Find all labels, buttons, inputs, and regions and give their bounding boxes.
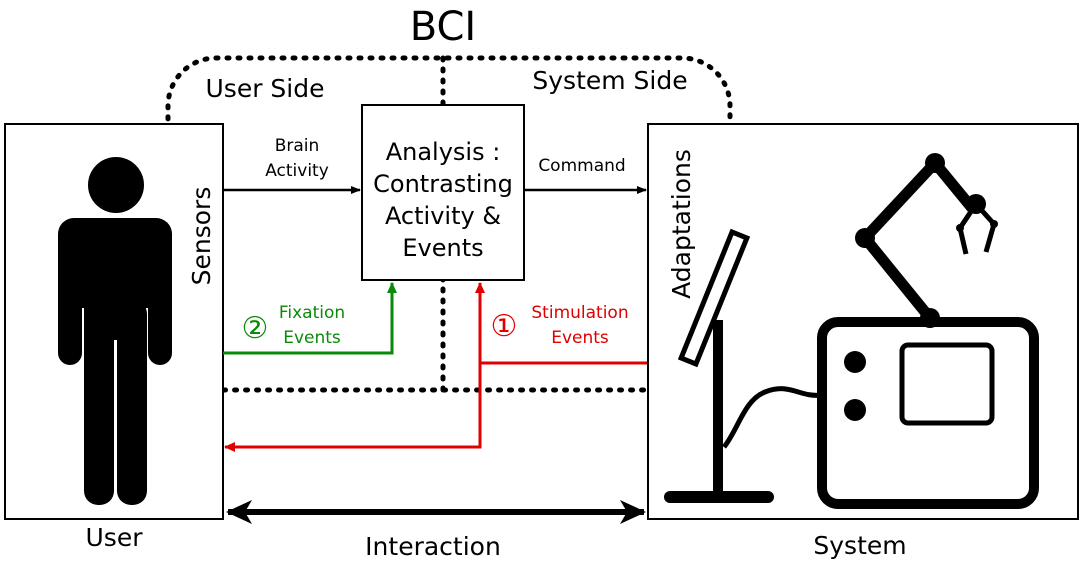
analysis-box <box>361 104 525 281</box>
analysis-line-3: Activity & <box>385 202 501 230</box>
stimulation-number: ① <box>491 309 518 344</box>
sensors-label: Sensors <box>187 187 216 286</box>
adaptations-label: Adaptations <box>667 149 696 299</box>
person-icon <box>58 157 172 505</box>
user-side-label: User Side <box>206 74 325 103</box>
command-label: Command <box>538 156 625 176</box>
stimulation-label-1: Stimulation <box>531 303 628 323</box>
brain-activity-label-1: Brain <box>275 136 320 156</box>
stimulation-label-2: Events <box>551 328 609 348</box>
user-label: User <box>86 523 144 552</box>
fixation-events-arrow <box>223 282 397 355</box>
diagram-title: BCI <box>410 4 476 50</box>
fixation-number: ② <box>242 311 269 346</box>
robot-arm-screen-icon <box>664 153 1039 509</box>
system-label: System <box>813 531 906 560</box>
brain-activity-label-2: Activity <box>265 161 329 181</box>
stimulation-to-user-arrow <box>224 363 482 452</box>
fixation-label-2: Events <box>283 328 341 348</box>
system-side-label: System Side <box>532 66 687 95</box>
analysis-line-4: Events <box>402 234 483 262</box>
analysis-line-1: Analysis : <box>386 138 501 166</box>
interaction-label: Interaction <box>365 532 501 561</box>
analysis-line-2: Contrasting <box>373 170 513 198</box>
fixation-label-1: Fixation <box>279 303 345 323</box>
